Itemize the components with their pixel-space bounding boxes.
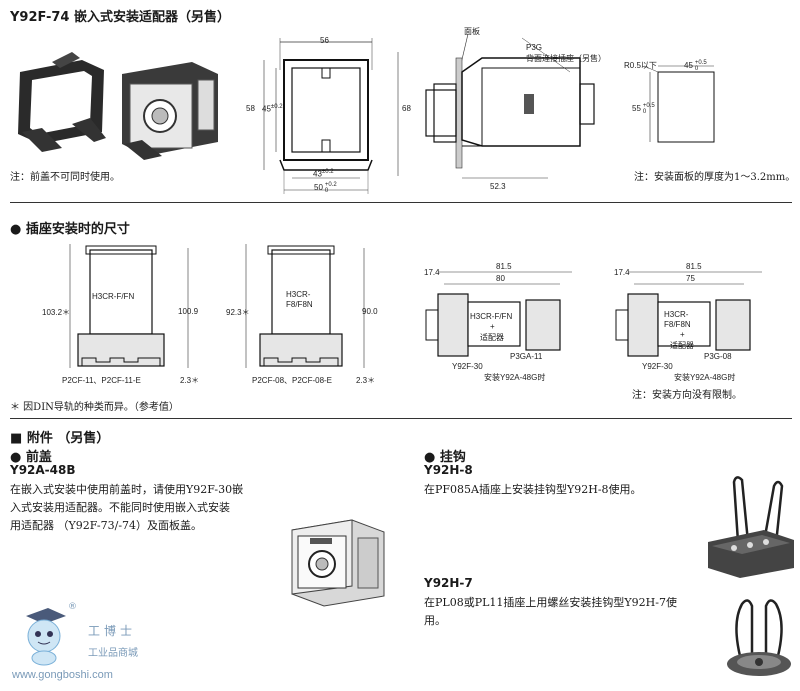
- mascot-logo: [26, 608, 66, 666]
- d4-model-a: H3CR-: [664, 310, 689, 319]
- hook-y92h7-photo: [727, 599, 791, 676]
- page-title: Y92F-74 嵌入式安装适配器（另售）: [10, 10, 230, 25]
- d2-right: 90.0: [362, 307, 378, 316]
- note-front-cover: 注：前盖不可同时使用。: [10, 172, 120, 183]
- label-socket-desc: 背面连接插座（另售）: [526, 54, 606, 63]
- footnote-din: ＊ 因DIN导轨的种类而异。（参考值）: [10, 402, 179, 413]
- watermark-sub: 工业品商城: [88, 648, 138, 659]
- dim-cutout-radius: R0.5以下: [624, 61, 657, 70]
- d3-socket: P3GA-11: [510, 352, 543, 361]
- hook-heading: ● 挂钩: [424, 450, 466, 465]
- d2-model-a: H3CR-: [286, 290, 311, 299]
- d4-left: 17.4: [614, 268, 630, 277]
- hook-y92h8-photo: [708, 476, 794, 578]
- dim-front-inner-left: 45±0.2: [262, 104, 283, 114]
- d1-model: H3CR-F/FN: [92, 292, 135, 301]
- d3-left: 17.4: [424, 268, 440, 277]
- side-view-drawing: [425, 33, 595, 179]
- divider: [10, 202, 792, 203]
- socket-diagram-3: [425, 271, 572, 357]
- dim-front-bottom-inner: 43±0.2: [313, 169, 334, 179]
- front-cover-heading: ● 前盖: [10, 450, 52, 465]
- d4-part: Y92F-30: [642, 362, 673, 371]
- watermark-url: www.gongboshi.com: [12, 669, 113, 681]
- d3-w-total: 81.5: [496, 262, 512, 271]
- dim-front-right: 68: [402, 104, 411, 113]
- socket-section-heading: ● 插座安装时的尺寸: [10, 222, 130, 237]
- d4-plus: +: [680, 330, 685, 339]
- d1-right: 100.9: [178, 307, 199, 316]
- d2-foot: 2.3＊: [356, 376, 376, 385]
- d4-w-inner: 75: [686, 274, 695, 283]
- watermark-reg: ®: [68, 602, 77, 612]
- d4-adapter: 适配器: [670, 341, 694, 350]
- front-view-drawing: [263, 38, 399, 194]
- hook-desc-2: 在PL08或PL11插座上用螺丝安装挂钩型Y92H-7使 用。: [424, 596, 677, 627]
- socket-diagram-1: [69, 244, 189, 368]
- hook-desc-1: 在PF085A插座上安装挂钩型Y92H-8使用。: [424, 483, 642, 496]
- panel-cutout-drawing: [643, 65, 715, 143]
- d3-w-inner: 80: [496, 274, 505, 283]
- d2-left: 92.3＊: [226, 308, 250, 317]
- d2-model-b: F8/F8N: [286, 300, 313, 309]
- watermark-brand: 工博士: [88, 624, 137, 638]
- accessories-heading: ■ 附件 （另售）: [10, 431, 110, 446]
- d1-socket: P2CF-11、P2CF-11-E: [62, 376, 141, 385]
- front-cover-model: Y92A-48B: [10, 463, 76, 477]
- d3-plus: +: [490, 322, 495, 331]
- d2-socket: P2CF-08、P2CF-08-E: [252, 376, 333, 385]
- label-socket-code: P3G: [526, 43, 543, 52]
- note-direction: 注：安装方向没有限制。: [632, 390, 742, 401]
- d3-adapter: 适配器: [480, 333, 504, 342]
- d4-model-b: F8/F8N: [664, 320, 691, 329]
- dim-side-depth: 52.3: [490, 182, 506, 191]
- d3-model: H3CR-F/FN: [470, 312, 513, 321]
- divider: [10, 418, 792, 419]
- hook-model-2: Y92H-7: [424, 576, 473, 590]
- d1-foot: 2.3＊: [180, 376, 200, 385]
- socket-diagram-4: [615, 271, 762, 357]
- dim-front-top: 56: [320, 36, 329, 45]
- front-cover-desc: 在嵌入式安装中使用前盖时，请使用Y92F-30嵌 入式安装用适配器。不能同时使用…: [10, 483, 244, 532]
- adapter-photo: [18, 52, 218, 160]
- label-panel: 面板: [464, 27, 480, 36]
- d4-caption: 安装Y92A-48G时: [674, 373, 736, 382]
- d4-socket: P3G-08: [704, 352, 732, 361]
- front-cover-photo: [291, 519, 385, 607]
- note-panel-thickness: 注：安装面板的厚度为1～3.2mm。: [634, 172, 796, 183]
- hook-model-1: Y92H-8: [424, 463, 473, 477]
- dim-front-left: 58: [246, 104, 255, 113]
- d3-part: Y92F-30: [452, 362, 483, 371]
- d3-caption: 安装Y92A-48G时: [484, 373, 546, 382]
- d1-left: 103.2＊: [42, 308, 71, 317]
- socket-diagram-2: [245, 244, 365, 368]
- d4-w-total: 81.5: [686, 262, 702, 271]
